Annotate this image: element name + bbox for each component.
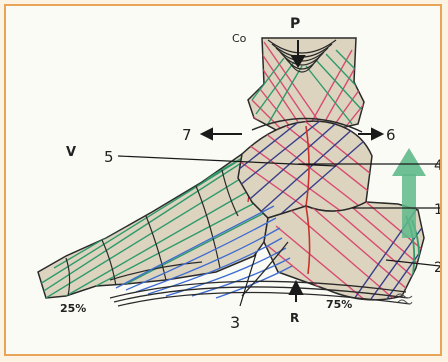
label-co: Co bbox=[232, 32, 247, 45]
label-p: P bbox=[290, 16, 300, 32]
arrow-6-icon bbox=[358, 129, 382, 139]
label-4: 4 bbox=[434, 158, 440, 174]
label-6: 6 bbox=[386, 126, 396, 144]
label-7: 7 bbox=[182, 126, 192, 144]
leader-3 bbox=[240, 254, 256, 306]
arrow-r-up-icon bbox=[290, 282, 302, 302]
label-r: R bbox=[290, 311, 299, 325]
label-1: 1 bbox=[434, 202, 440, 218]
label-v: V bbox=[66, 145, 76, 160]
label-2: 2 bbox=[434, 260, 440, 276]
foot-arch-diagram: Co P 7 6 V 5 4 1 2 3 R 25% 75% bbox=[6, 6, 440, 354]
diagram-frame: Co P 7 6 V 5 4 1 2 3 R 25% 75% bbox=[4, 4, 442, 356]
label-3: 3 bbox=[230, 313, 240, 332]
label-5: 5 bbox=[104, 148, 114, 166]
label-75-percent: 75% bbox=[326, 298, 352, 311]
label-25-percent: 25% bbox=[60, 302, 86, 315]
arrow-7-icon bbox=[202, 129, 242, 139]
tibia-bone bbox=[248, 38, 366, 134]
